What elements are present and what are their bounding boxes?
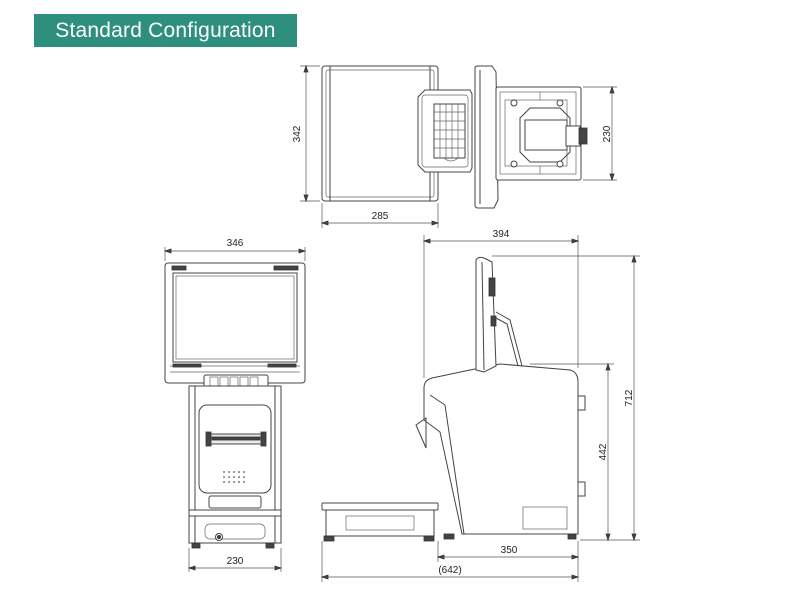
top-view: 342 285 230 [292,64,617,228]
dimension-label-642: (642) [438,565,461,576]
dimension-top-height: 342 [292,64,320,203]
side-view-platter [321,502,439,511]
front-view-base [188,509,282,544]
dimension-label-350: 350 [501,545,518,556]
dimension-front-width: 346 [163,238,307,261]
page-title: Standard Configuration [55,18,276,42]
dimension-front-base-width: 230 [187,548,283,572]
dimension-side-height: 712 [492,254,640,542]
dimension-label-394: 394 [493,229,510,240]
front-view: 346 230 [163,238,307,572]
dimension-side-base-depth: 350 [436,541,580,562]
side-view-body [423,363,579,535]
dimension-label-346: 346 [227,238,244,249]
front-view-screen [172,272,298,363]
top-view-display-frame [474,65,499,209]
dimension-label-230-top: 230 [602,125,613,142]
dimension-side-total-depth: (642) [320,541,580,582]
side-view: 394 712 442 350 [320,229,640,582]
top-view-keypad [434,104,465,158]
dimension-label-230-front: 230 [227,556,244,567]
dimension-side-mid-height: 442 [530,362,614,542]
section-title-bar: Standard Configuration [34,14,297,47]
dimension-label-712: 712 [624,389,635,406]
front-view-printer-door [198,404,272,494]
dimension-side-depth: 394 [422,229,580,378]
dimension-label-442: 442 [598,443,609,460]
dimension-top-width: 285 [320,203,440,228]
dimension-label-285: 285 [372,211,389,222]
dimension-top-depth: 230 [583,85,617,182]
front-view-speaker-grille [223,471,245,483]
dimension-label-342: 342 [292,125,303,142]
side-view-display-pole [475,256,497,373]
